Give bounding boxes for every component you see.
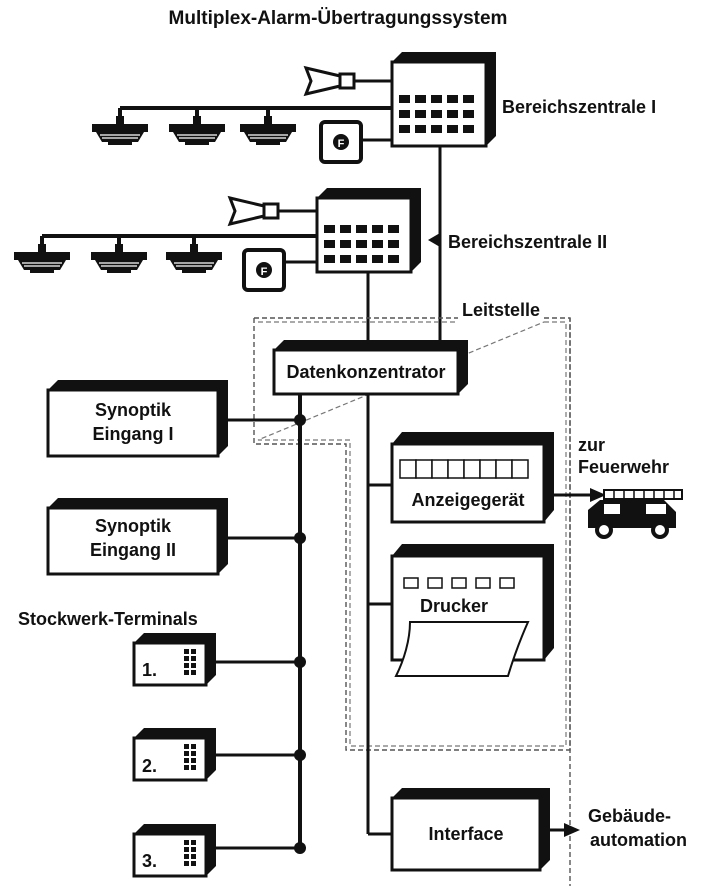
call-point-letter: F — [338, 138, 345, 150]
smoke-detector-icon — [165, 243, 223, 274]
display-unit-label: Anzeigegerät — [411, 490, 524, 510]
floor-terminal-1: 1. — [132, 633, 216, 687]
floor-terminal-1-label: 1. — [142, 660, 157, 680]
building-automation-label-2: automation — [590, 830, 687, 850]
zone-1-group: F Bereichszentrale I — [91, 52, 656, 164]
smoke-detector-icon — [239, 115, 297, 146]
smoke-detector-icon — [168, 115, 226, 146]
call-point-letter: F — [261, 266, 268, 278]
synoptic-input-1-line1: Synoptik — [95, 400, 172, 420]
display-unit-box: Anzeigegerät — [390, 432, 554, 524]
horn-icon — [304, 66, 356, 96]
printer-box: Drucker — [390, 544, 554, 677]
interface-label: Interface — [428, 824, 503, 844]
floor-terminals-heading: Stockwerk-Terminals — [18, 609, 198, 629]
synoptic-input-2-box: Synoptik Eingang II — [46, 498, 228, 576]
floor-terminal-3-label: 3. — [142, 851, 157, 871]
smoke-detector-icon — [13, 243, 71, 274]
zone-1-panel — [390, 52, 496, 148]
smoke-detector-icon — [91, 115, 149, 146]
arrow-icon — [564, 823, 580, 837]
building-automation-label-1: Gebäude- — [588, 806, 671, 826]
zone-2-group: F Bereichszentrale II — [13, 188, 607, 292]
control-room-label: Leitstelle — [462, 300, 540, 320]
synoptic-input-1-box: Synoptik Eingang I — [46, 380, 228, 458]
floor-terminal-2: 2. — [132, 728, 216, 782]
synoptic-input-2-line1: Synoptik — [95, 516, 172, 536]
horn-icon — [228, 196, 280, 226]
fire-brigade-label-2: Feuerwehr — [578, 457, 669, 477]
printer-label: Drucker — [420, 596, 488, 616]
fire-brigade-label-1: zur — [578, 435, 605, 455]
synoptic-input-2-line2: Eingang II — [90, 540, 176, 560]
paper-sheet-icon — [394, 621, 530, 677]
zone-2-label: Bereichszentrale II — [448, 232, 607, 252]
data-concentrator-box: Datenkonzentrator — [272, 340, 468, 396]
zone-2-panel — [315, 188, 421, 274]
pointer-arrow-icon — [428, 233, 440, 247]
smoke-detector-icon — [90, 243, 148, 274]
diagram-title: Multiplex-Alarm-Übertragungssystem — [169, 8, 508, 29]
zone-1-label: Bereichszentrale I — [502, 97, 656, 117]
floor-terminal-3: 3. — [132, 824, 216, 878]
interface-box: Interface — [390, 788, 550, 872]
data-concentrator-label: Datenkonzentrator — [286, 362, 445, 382]
floor-terminal-2-label: 2. — [142, 756, 157, 776]
synoptic-input-1-line2: Eingang I — [93, 424, 174, 444]
fire-truck-icon — [588, 489, 683, 539]
